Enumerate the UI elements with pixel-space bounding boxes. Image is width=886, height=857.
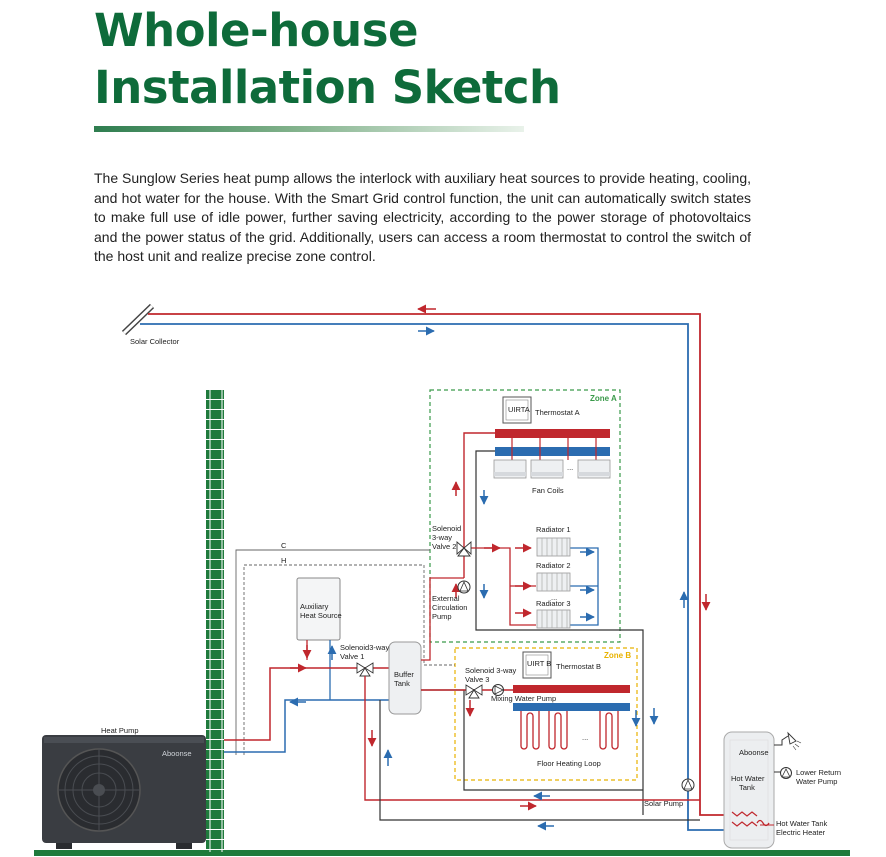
- lower-return-label-1: Lower Return: [796, 768, 841, 777]
- radiator-2-icon: [536, 572, 571, 592]
- title-line-1: Whole-house: [94, 4, 419, 57]
- main-return-pipe: [224, 699, 390, 753]
- valve-1-label-2: Valve 1: [340, 652, 364, 661]
- ext-pump-label-1: External: [432, 594, 460, 603]
- shower-head-icon: [774, 731, 802, 751]
- thermostat-a-box-label: UIRTA: [508, 405, 530, 414]
- auxiliary-heat-source: [296, 577, 341, 641]
- buffer-label-2: Tank: [394, 679, 410, 688]
- dhw-return-pipe: [379, 700, 700, 821]
- ground-line: [34, 850, 850, 856]
- buffer-tank: [388, 641, 422, 715]
- solenoid-valve-3-icon: [465, 684, 483, 699]
- main-supply-pipe: [224, 667, 390, 741]
- control-line-h: [243, 564, 455, 755]
- dhw-supply-pipe: [364, 676, 700, 801]
- valve-3-label-2: Valve 3: [465, 675, 489, 684]
- fan-coils-label: Fan Coils: [532, 486, 564, 495]
- valve-1-label-1: Solenoid3-way: [340, 643, 389, 652]
- hot-water-label-1: Hot Water: [731, 774, 765, 783]
- fan-coil-units: [493, 459, 611, 479]
- hot-water-tank: [723, 731, 775, 849]
- radiator-1-icon: [536, 537, 571, 557]
- zone-b-label: Zone B: [604, 651, 631, 660]
- line-c-label: C: [281, 541, 287, 550]
- radiator-2-label: Radiator 2: [536, 561, 571, 570]
- aux-label-2: Heat Source: [300, 611, 342, 620]
- zone-a-supply-riser: [463, 432, 495, 578]
- buffer-label-1: Buffer: [394, 670, 414, 679]
- floor-supply-manifold: [513, 685, 630, 693]
- zone-a-feed-pipe: [421, 577, 464, 661]
- radiator-3-label: Radiator 3: [536, 599, 571, 608]
- title-underline: [94, 126, 524, 132]
- tank-brand: Aboonse: [739, 748, 769, 757]
- solar-return-pipe: [140, 323, 732, 831]
- fan-coil-more-dots: ...: [567, 463, 573, 472]
- heat-pump-brand: Aboonse: [162, 749, 192, 758]
- lower-return-pump-icon: [780, 767, 792, 779]
- control-line-c: [235, 549, 430, 755]
- valve-2-label-1: Solenoid: [432, 524, 461, 533]
- electric-heater-icon: [756, 819, 770, 827]
- lower-return-label-2: Water Pump: [796, 777, 837, 786]
- fan-coil-supply-manifold: [495, 429, 610, 438]
- heater-label-2: Electric Heater: [776, 828, 826, 837]
- ext-pump-label-2: Circulation: [432, 603, 467, 612]
- floor-heating-loop-label: Floor Heating Loop: [537, 759, 601, 768]
- thermostat-b-label: Thermostat B: [556, 662, 601, 671]
- solenoid-valve-1-icon: [356, 662, 374, 677]
- tank-coil: [731, 811, 758, 827]
- radiator-1-label: Radiator 1: [536, 525, 571, 534]
- floor-return-manifold: [513, 703, 630, 711]
- external-circulation-pump-icon: [457, 580, 471, 594]
- fan-coil-return-manifold: [495, 447, 610, 456]
- thermostat-b-box-label: UIRT B: [527, 659, 551, 668]
- solar-collector: [121, 303, 155, 336]
- solar-supply-pipe: [148, 313, 732, 816]
- solar-pump-label: Solar Pump: [644, 799, 683, 808]
- heat-pump-label: Heat Pump: [101, 726, 139, 735]
- thermostat-a-label: Thermostat A: [535, 408, 580, 417]
- heater-label-1: Hot Water Tank: [776, 819, 828, 828]
- floor-loop-more-dots: ...: [582, 733, 588, 742]
- ext-pump-label-3: Pump: [432, 612, 452, 621]
- line-h-label: H: [281, 556, 286, 565]
- radiator-more-dots: ...: [551, 593, 557, 602]
- thermostat-b-icon: [522, 651, 552, 679]
- radiator-3-icon: [536, 609, 571, 629]
- title-line-2: Installation Sketch: [94, 61, 561, 114]
- aux-label-1: Auxiliary: [300, 602, 329, 611]
- page-title: Whole-house Installation Sketch: [94, 2, 561, 116]
- solar-pump-icon: [681, 778, 695, 792]
- thermostat-a-icon: [502, 396, 532, 424]
- heat-pump-unit: [42, 735, 206, 849]
- mixing-pump-label: Mixing Water Pump: [491, 694, 556, 703]
- valve-2-label-3: Valve 2: [432, 542, 456, 551]
- valve-3-label-1: Solenoid 3-way: [465, 666, 517, 675]
- zone-a-boundary: [429, 389, 621, 643]
- hot-water-label-2: Tank: [739, 783, 755, 792]
- solenoid-valve-2-icon: [456, 541, 472, 557]
- solar-collector-label: Solar Collector: [130, 337, 180, 346]
- house-wall: [206, 390, 224, 852]
- zone-b-boundary: [454, 647, 638, 781]
- zone-a-return-riser: [475, 450, 644, 815]
- mixing-water-pump-icon: [492, 684, 504, 696]
- zone-a-label: Zone A: [590, 394, 617, 403]
- floor-heating-loop-icon: [520, 711, 619, 750]
- intro-paragraph: The Sunglow Series heat pump allows the …: [94, 170, 751, 264]
- valve-2-label-2: 3-way: [432, 533, 452, 542]
